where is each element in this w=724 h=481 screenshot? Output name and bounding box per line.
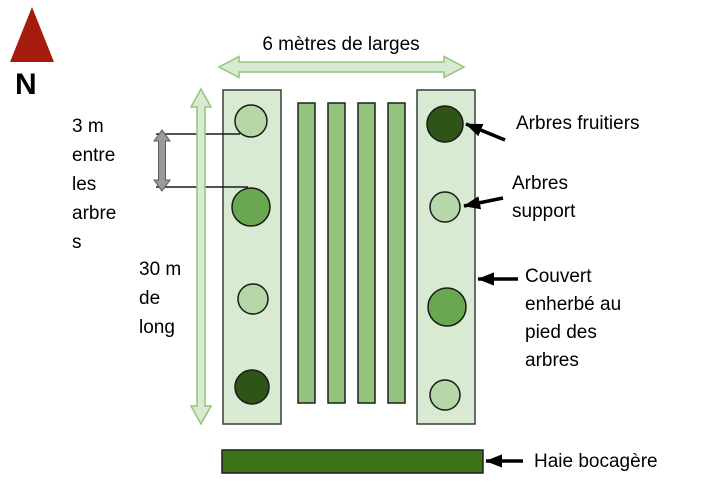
support-tree-circle: [429, 379, 461, 411]
width-measurement-label: 6 mètres de larges: [262, 34, 420, 55]
hedge-bar: [221, 449, 484, 474]
crop-row-bar: [297, 102, 316, 404]
tree-spacing-label: 3 m entre les arbre s: [72, 116, 117, 253]
tree-circle: [427, 287, 467, 327]
crop-row-bar: [357, 102, 376, 404]
fruit-tree-circle: [234, 369, 270, 405]
fruit-tree-circle: [426, 105, 464, 143]
north-arrow-icon: [10, 7, 54, 62]
support-trees-label: Arbres support: [512, 173, 576, 222]
tree-strip-left: [222, 89, 282, 425]
double-arrow-vertical-icon: [189, 87, 213, 426]
support-tree-circle: [429, 191, 461, 223]
fruit-trees-label: Arbres fruitiers: [516, 113, 640, 134]
tree-strip-right: [416, 89, 476, 425]
support-tree-circle: [234, 104, 268, 138]
crop-row-bar: [327, 102, 346, 404]
hedge-label: Haie bocagère: [534, 451, 658, 472]
tree-circle: [231, 187, 271, 227]
length-measurement-label: 30 m de long: [139, 259, 182, 338]
black-pointer-arrow-icon: [465, 122, 506, 142]
north-label: N: [15, 68, 37, 101]
black-pointer-arrow-icon: [463, 196, 504, 210]
double-arrow-horizontal-icon: [217, 55, 466, 79]
double-arrow-gray-icon: [153, 129, 171, 192]
support-tree-circle: [237, 283, 269, 315]
ground-cover-label: Couvert enherbé au pied des arbres: [525, 266, 622, 371]
crop-row-bar: [387, 102, 406, 404]
